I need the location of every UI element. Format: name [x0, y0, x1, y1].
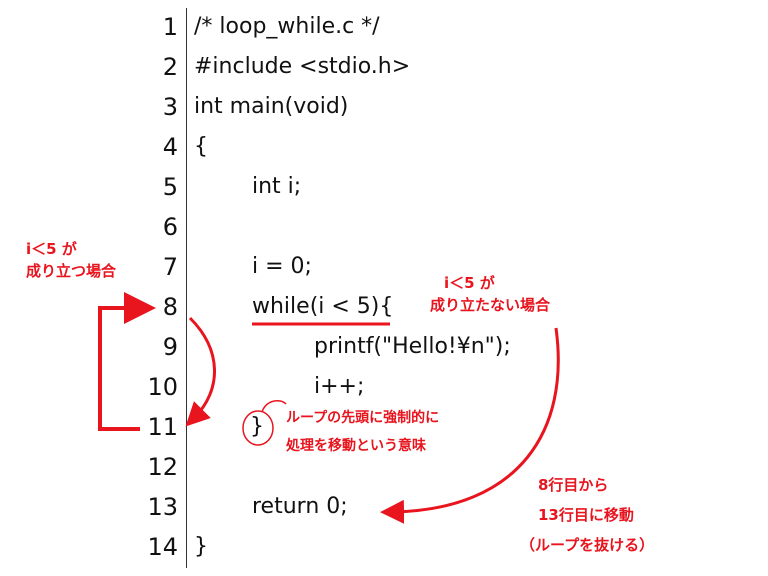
- true-case-label: i＜5 が 成り立つ場合: [26, 238, 116, 282]
- brace-highlight-circle: [242, 410, 274, 446]
- jump-explanation-line2: 13行目に移動: [538, 506, 634, 524]
- code-line: int main(void): [194, 94, 349, 119]
- gutter-divider: [186, 8, 187, 568]
- line-number: 13: [147, 493, 178, 521]
- jump-explanation-line1: 8行目から: [538, 476, 609, 494]
- jump-explanation: 8行目から 13行目に移動 （ループを抜ける）: [520, 470, 654, 560]
- exit-loop-arrow: [380, 327, 560, 524]
- brace-explanation-line2: 処理を移動という意味: [286, 438, 426, 454]
- line-number: 11: [147, 413, 178, 441]
- line-number: 10: [147, 373, 178, 401]
- code-line: i++;: [314, 374, 365, 399]
- line-number: 12: [147, 453, 178, 481]
- code-line: printf("Hello!¥n");: [314, 334, 511, 359]
- false-case-line1: i＜5 が: [444, 274, 495, 292]
- true-case-line1: i＜5 が: [26, 240, 77, 258]
- line-number: 9: [162, 333, 178, 361]
- code-line: {: [194, 134, 208, 159]
- line-number: 8: [162, 293, 178, 321]
- brace-explanation: ループの先頭に強制的に 処理を移動という意味: [286, 404, 439, 460]
- line-number: 7: [162, 253, 178, 281]
- line-number: 6: [162, 213, 178, 241]
- brace-explanation-line1: ループの先頭に強制的に: [286, 410, 440, 426]
- line-number: 1: [162, 13, 178, 41]
- code-line: }: [194, 534, 208, 559]
- false-case-label: i＜5 が 成り立たない場合: [430, 272, 550, 316]
- code-line-while: while(i < 5){: [252, 294, 394, 319]
- line-number: 4: [162, 133, 178, 161]
- loop-body-arrow: [185, 316, 216, 427]
- loop-back-arrow: [98, 292, 156, 431]
- line-number: 14: [147, 533, 178, 561]
- line-number: 5: [162, 173, 178, 201]
- code-line: int i;: [252, 174, 302, 199]
- code-line: /* loop_while.c */: [194, 14, 380, 39]
- false-case-line2: 成り立たない場合: [430, 296, 551, 314]
- line-number: 2: [162, 53, 178, 81]
- line-number: 3: [162, 93, 178, 121]
- code-line: #include <stdio.h>: [194, 54, 411, 79]
- jump-explanation-line3: （ループを抜ける）: [520, 536, 655, 554]
- code-line-return: return 0;: [252, 494, 348, 519]
- brace-leader-line: [261, 399, 287, 413]
- code-line: i = 0;: [252, 254, 312, 279]
- code-line-closing-brace: }: [250, 414, 264, 439]
- true-case-line2: 成り立つ場合: [26, 262, 117, 280]
